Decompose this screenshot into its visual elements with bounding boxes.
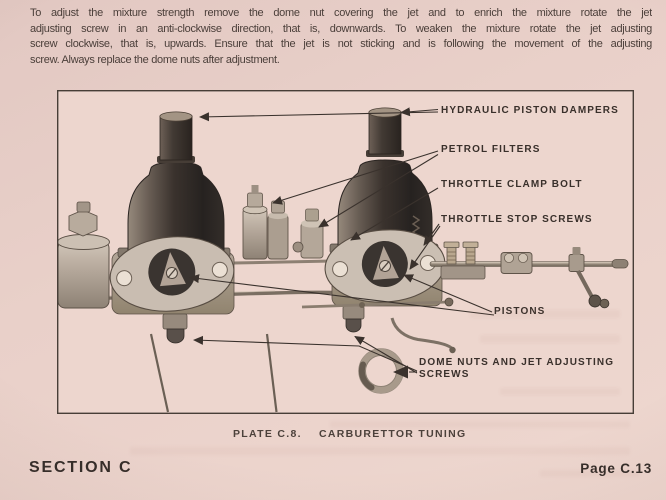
figure-frame (57, 90, 634, 414)
intro-line-4: screw. Always replace the dome nuts afte… (30, 53, 280, 66)
label-dome-nuts-line2: SCREWS (419, 368, 470, 380)
right-carburettor (324, 107, 446, 333)
intro-line-1: To adjust the mixture strength remove th… (30, 7, 652, 19)
label-throttle-stop-screws: THROTTLE STOP SCREWS (441, 214, 593, 225)
petrol-filter-cluster (242, 185, 324, 260)
label-throttle-clamp-bolt: THROTTLE CLAMP BOLT (441, 179, 583, 190)
carburettor-illustration (57, 90, 634, 414)
plate-number: PLATE C.8. (233, 428, 302, 440)
throttle-lever (568, 247, 629, 309)
label-pistons: PISTONS (494, 306, 546, 317)
label-dome-nuts-jet-adjusting-screws: DOME NUTS AND JET ADJUSTING SCREWS (419, 357, 614, 380)
spindle-coupling (500, 252, 533, 274)
plate-title: CARBURETTOR TUNING (319, 428, 467, 440)
intro-paragraph: To adjust the mixture strength remove th… (30, 6, 652, 68)
label-dome-nuts-line1: DOME NUTS AND JET ADJUSTING (419, 357, 615, 368)
page-number: Page C.13 (580, 461, 652, 476)
label-hydraulic-piston-dampers: HYDRAULIC PISTON DAMPERS (441, 105, 619, 116)
leader-lines (189, 107, 495, 379)
left-carburettor (109, 111, 235, 344)
throttle-stop-screws (443, 241, 479, 265)
support-rods (149, 333, 278, 413)
throttle-spindle (301, 241, 629, 309)
bleed-through-ghost (330, 421, 630, 428)
label-petrol-filters: PETROL FILTERS (441, 144, 541, 155)
intro-line-2: adjusting screw in an anti-clockwise dir… (30, 22, 652, 35)
overflow-pipe (390, 317, 456, 354)
section-label: SECTION C (29, 459, 133, 476)
float-chamber (57, 201, 110, 309)
bleed-through-ghost (130, 447, 630, 455)
intro-line-3: screw clockwise, that is, upwards. Ensur… (30, 38, 652, 50)
figure-plate: HYDRAULIC PISTON DAMPERS PETROL FILTERS … (57, 90, 634, 414)
